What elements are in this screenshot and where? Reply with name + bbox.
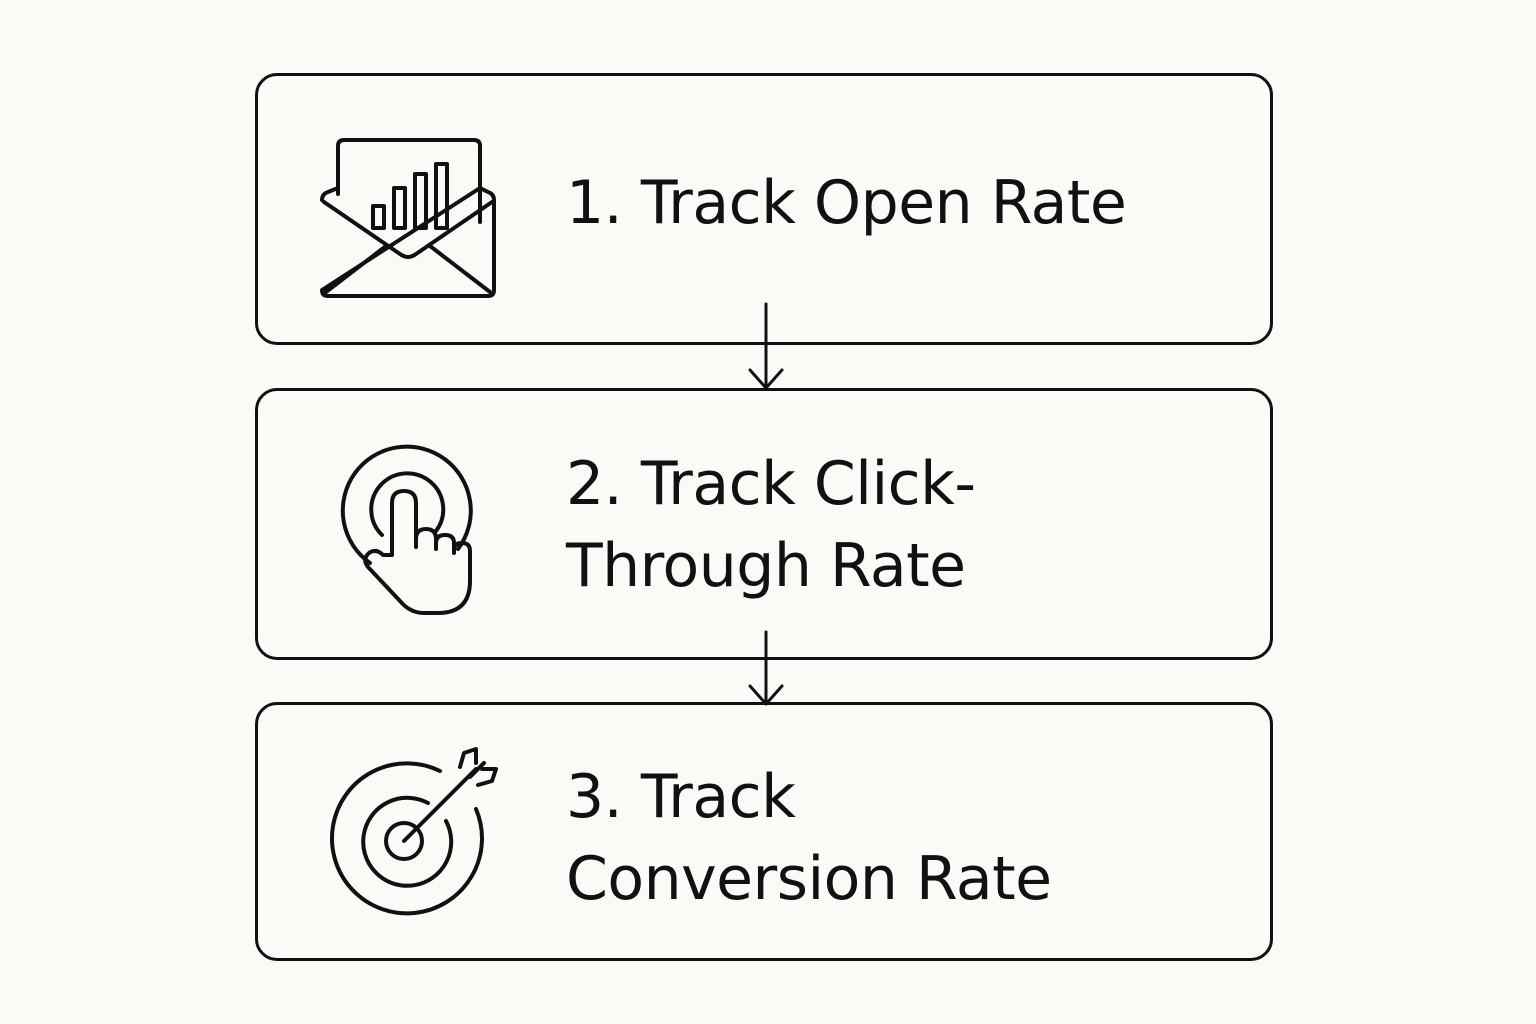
step-title: 3. Track Conversion Rate [566, 756, 1052, 920]
connector-arrow-1-2 [748, 302, 784, 390]
step-title: 1. Track Open Rate [566, 162, 1127, 244]
target-arrow-icon [329, 747, 498, 916]
step-title: 2. Track Click- Through Rate [566, 443, 976, 607]
connector-arrow-2-3 [748, 630, 784, 706]
step-title-line: Conversion Rate [566, 844, 1052, 914]
step-card-click-through-rate: 2. Track Click- Through Rate [255, 388, 1273, 660]
step-card-conversion-rate: 3. Track Conversion Rate [255, 702, 1273, 961]
step-title-line: Through Rate [566, 531, 966, 601]
step-card-open-rate: 1. Track Open Rate [255, 73, 1273, 345]
step-title-line: 3. Track [566, 762, 796, 832]
envelope-chart-icon [320, 138, 496, 298]
step-title-line: 2. Track Click- [566, 449, 976, 519]
step-title-line: 1. Track Open Rate [566, 168, 1127, 238]
click-hand-icon [340, 444, 473, 615]
